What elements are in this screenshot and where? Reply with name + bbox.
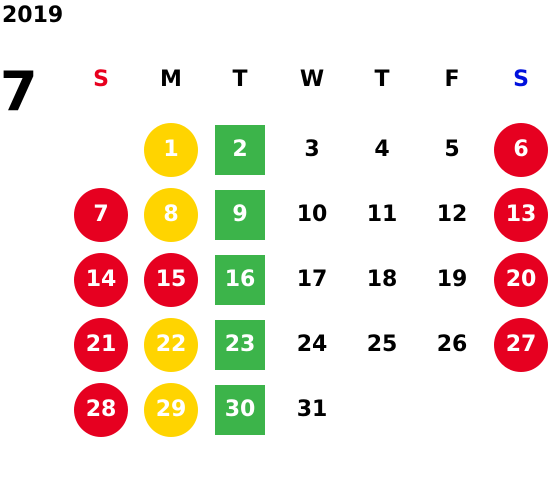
day-cell[interactable]: 12 <box>436 202 468 227</box>
day-cell[interactable]: 29 <box>144 383 198 437</box>
day-cell[interactable]: 6 <box>494 123 548 177</box>
weekday-header-mon: M <box>160 67 182 92</box>
day-cell[interactable]: 14 <box>74 253 128 307</box>
day-cell[interactable]: 1 <box>144 123 198 177</box>
day-cell[interactable]: 4 <box>374 137 390 162</box>
day-cell[interactable]: 28 <box>74 383 128 437</box>
weekday-header-sun: S <box>93 67 109 92</box>
year-label: 2019 <box>2 3 64 28</box>
day-cell[interactable]: 2 <box>215 125 265 175</box>
day-cell[interactable]: 10 <box>296 202 328 227</box>
day-cell[interactable]: 20 <box>494 253 548 307</box>
day-cell[interactable]: 30 <box>215 385 265 435</box>
day-cell[interactable]: 16 <box>215 255 265 305</box>
day-cell[interactable]: 5 <box>444 137 460 162</box>
day-cell[interactable]: 24 <box>296 332 328 357</box>
day-cell[interactable]: 9 <box>215 190 265 240</box>
day-cell[interactable]: 13 <box>494 188 548 242</box>
day-cell[interactable]: 23 <box>215 320 265 370</box>
day-cell[interactable]: 31 <box>296 397 328 422</box>
day-cell[interactable]: 22 <box>144 318 198 372</box>
weekday-header-thu: T <box>374 67 390 92</box>
day-cell[interactable]: 25 <box>366 332 398 357</box>
weekday-header-wed: W <box>299 67 325 92</box>
day-cell[interactable]: 27 <box>494 318 548 372</box>
weekday-header-tue: T <box>232 67 248 92</box>
month-label: 7 <box>0 60 38 123</box>
weekday-header-sat: S <box>513 67 529 92</box>
day-cell[interactable]: 19 <box>436 267 468 292</box>
day-cell[interactable]: 3 <box>304 137 320 162</box>
day-cell[interactable]: 11 <box>366 202 398 227</box>
day-cell[interactable]: 15 <box>144 253 198 307</box>
day-cell[interactable]: 17 <box>296 267 328 292</box>
day-cell[interactable]: 18 <box>366 267 398 292</box>
day-cell[interactable]: 26 <box>436 332 468 357</box>
weekday-header-fri: F <box>444 67 460 92</box>
day-cell[interactable]: 21 <box>74 318 128 372</box>
day-cell[interactable]: 7 <box>74 188 128 242</box>
day-cell[interactable]: 8 <box>144 188 198 242</box>
